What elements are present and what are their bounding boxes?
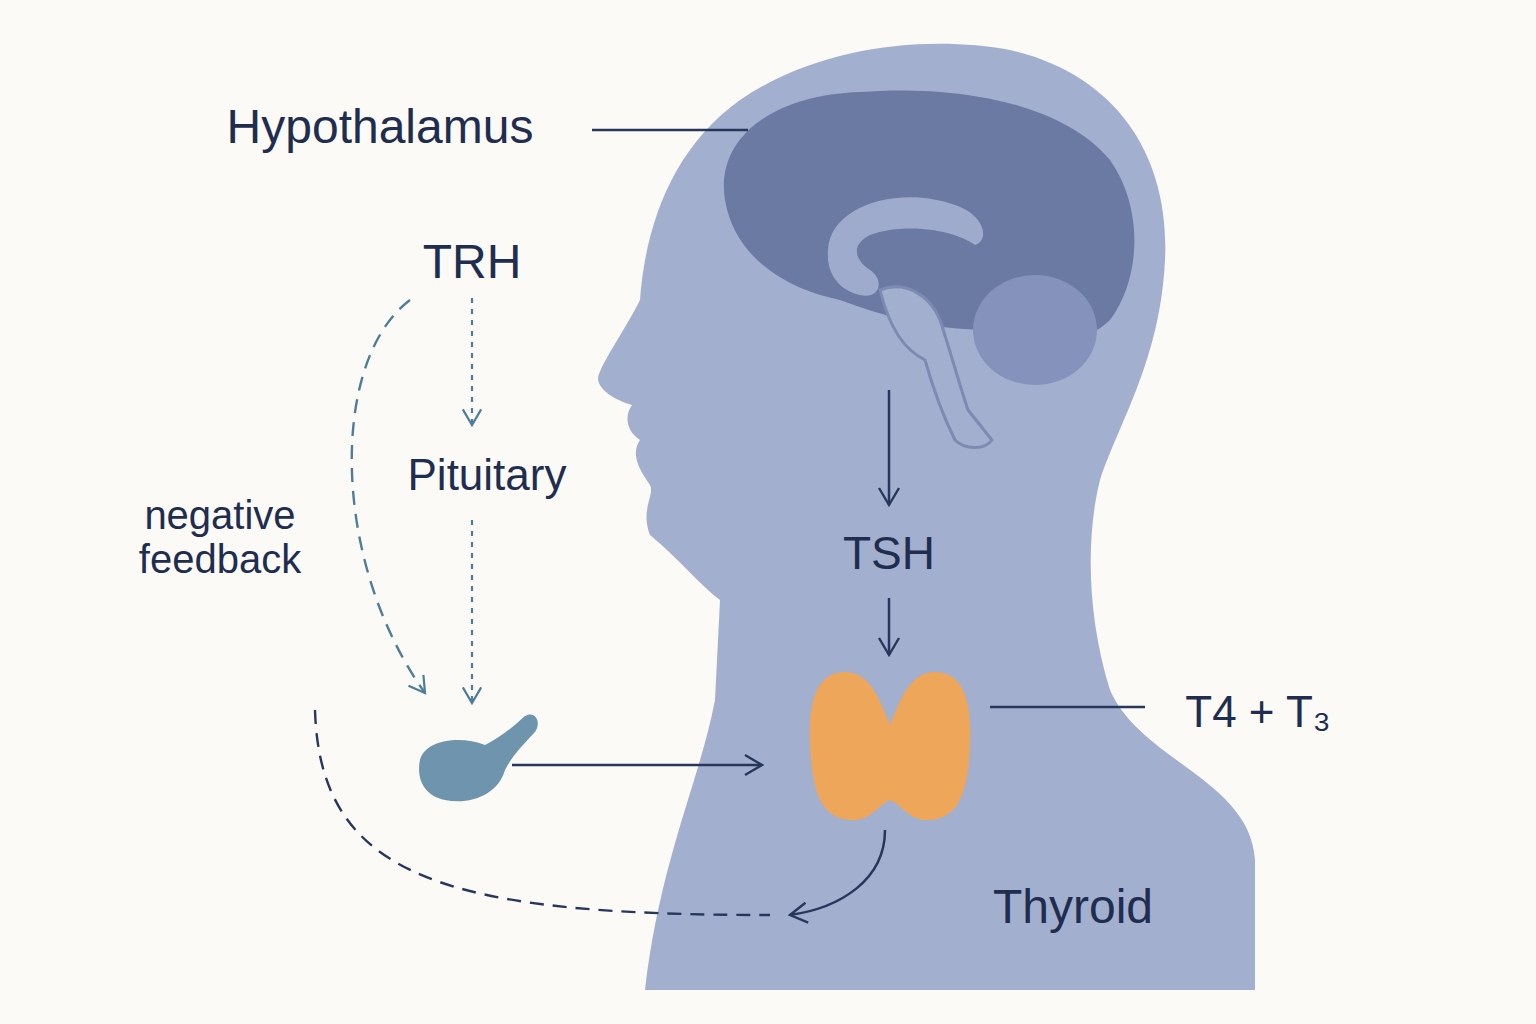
head-silhouette: [598, 44, 1255, 990]
dotted-arrow: [471, 520, 473, 703]
feedback-line: [315, 710, 770, 915]
arrow: [888, 598, 891, 655]
pituitary-gland: [419, 714, 538, 801]
label: T4 + T₃: [1185, 688, 1331, 736]
cerebellum: [973, 275, 1097, 385]
feedback-arrow: [790, 830, 885, 915]
label: Thyroid: [993, 881, 1153, 934]
label: negative feedback: [100, 493, 340, 581]
label: TSH: [843, 528, 935, 579]
leader-line: [990, 706, 1145, 709]
dotted-arrow: [471, 298, 473, 425]
label: TRH: [423, 236, 522, 289]
limbic-structure: [828, 197, 983, 296]
label: Hypothalamus: [227, 101, 534, 154]
arrow: [888, 390, 891, 505]
label: Pituitary: [408, 451, 567, 499]
thyroid-gland: [810, 672, 971, 820]
brainstem: [880, 287, 992, 448]
arrow: [512, 764, 762, 767]
leader-line: [592, 129, 748, 132]
